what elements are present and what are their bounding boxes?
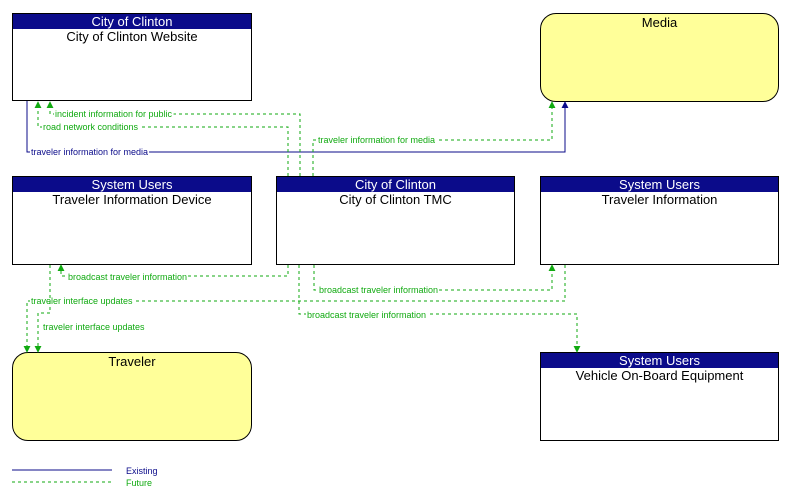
flow-traveler-interface-updates-ti xyxy=(23,265,566,353)
label-road-network-conditions: road network conditions xyxy=(43,122,139,132)
flow-traveler-information-for-media-future xyxy=(312,101,556,176)
media-terminator: Media xyxy=(540,13,779,102)
travinfo-name: Traveler Information xyxy=(601,192,718,207)
flow-broadcast-traveler-information-vobe xyxy=(298,265,581,353)
flow-traveler-information-for-media-existing xyxy=(26,101,569,153)
label-traveler-interface-updates-ti: traveler interface updates xyxy=(31,296,133,306)
tmc-owner: City of Clinton xyxy=(277,177,514,192)
legend: Existing Future xyxy=(12,466,158,488)
city-of-clinton-tmc-box: City of Clinton City of Clinton TMC xyxy=(276,176,515,265)
tid-name: Traveler Information Device xyxy=(52,192,212,207)
vehicle-on-board-equipment-box: System Users Vehicle On-Board Equipment xyxy=(540,352,779,441)
tmc-name: City of Clinton TMC xyxy=(339,192,452,207)
flow-road-network-conditions xyxy=(34,101,289,176)
legend-future-label: Future xyxy=(126,478,152,488)
flow-traveler-interface-updates-tid xyxy=(34,265,51,353)
flow-label-background xyxy=(30,147,150,157)
flow-label-background xyxy=(30,296,135,306)
vobe-name: Vehicle On-Board Equipment xyxy=(575,368,744,383)
city-of-clinton-website-box: City of Clinton City of Clinton Website xyxy=(12,13,252,101)
legend-existing-label: Existing xyxy=(126,466,158,476)
traveler-information-box: System Users Traveler Information xyxy=(540,176,779,265)
flow-label-background xyxy=(67,272,189,282)
traveler-terminator: Traveler xyxy=(12,352,252,441)
flow-label-background xyxy=(317,135,437,145)
traveler-name: Traveler xyxy=(108,354,156,369)
flow-label-background xyxy=(318,285,440,295)
website-owner: City of Clinton xyxy=(13,14,251,29)
label-traveler-interface-updates-tid: traveler interface updates xyxy=(43,322,145,332)
label-traveler-information-for-media-future: traveler information for media xyxy=(318,135,435,145)
label-broadcast-traveler-information-ti: broadcast traveler information xyxy=(319,285,438,295)
media-name: Media xyxy=(641,15,678,30)
label-broadcast-traveler-information-tid: broadcast traveler information xyxy=(68,272,187,282)
website-name: City of Clinton Website xyxy=(66,29,198,44)
flow-incident-information-for-public xyxy=(46,101,301,176)
label-traveler-information-for-media-existing: traveler information for media xyxy=(31,147,148,157)
flow-label-background xyxy=(42,322,147,332)
flow-label-background xyxy=(306,310,428,320)
label-broadcast-traveler-information-vobe: broadcast traveler information xyxy=(307,310,426,320)
traveler-information-device-box: System Users Traveler Information Device xyxy=(12,176,252,265)
flow-label-background xyxy=(42,122,140,132)
vobe-owner: System Users xyxy=(541,353,778,368)
flow-label-background xyxy=(54,109,174,119)
tid-owner: System Users xyxy=(13,177,251,192)
label-incident-information-for-public: incident information for public xyxy=(55,109,173,119)
travinfo-owner: System Users xyxy=(541,177,778,192)
